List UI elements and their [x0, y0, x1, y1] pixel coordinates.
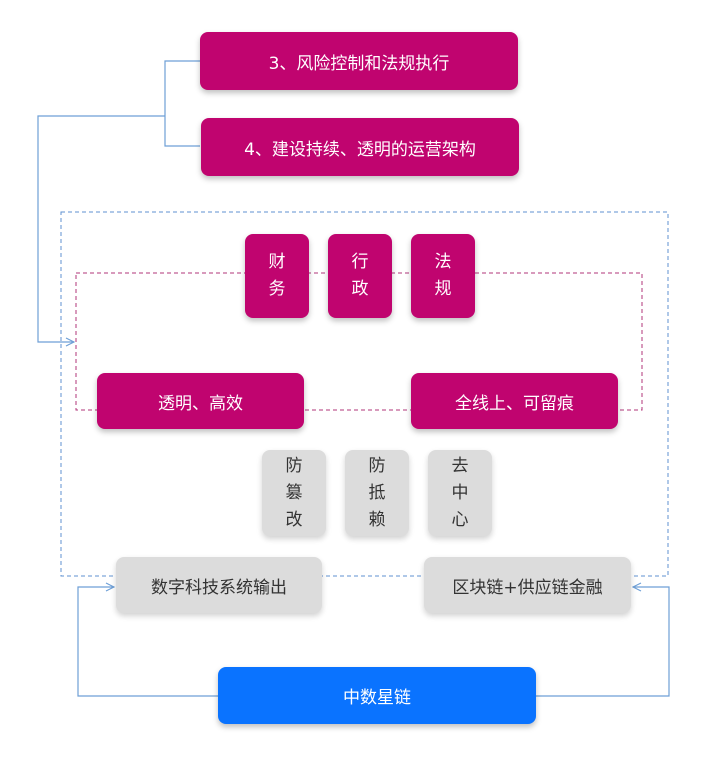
administration-box: 行政: [328, 234, 392, 318]
operating-architecture-box: 4、建设持续、透明的运营架构: [201, 118, 519, 176]
core-to-left-arrow: [77, 587, 218, 697]
transparent-efficient-label: 透明、高效: [158, 393, 243, 414]
risk-control-box: 3、风险控制和法规执行: [200, 32, 518, 90]
regulation-box: 法规: [411, 234, 475, 318]
decentralized-box: 去中心: [428, 450, 492, 536]
core-box: 中数星链: [218, 667, 536, 724]
blockchain-finance-label: 区块链+供应链金融: [452, 577, 603, 598]
tamper-proof-box: 防篡改: [262, 450, 326, 536]
risk-control-label: 3、风险控制和法规执行: [268, 53, 450, 74]
repudiation-proof-label: 防抵赖: [368, 455, 386, 530]
administration-label: 行政: [351, 252, 369, 299]
regulation-label: 法规: [434, 252, 452, 299]
digital-tech-output-label: 数字科技系统输出: [151, 577, 287, 598]
top-bracket-connector: [164, 60, 200, 147]
outer-dashed-frame: [60, 211, 669, 577]
online-traceable-label: 全线上、可留痕: [455, 393, 574, 414]
operating-architecture-label: 4、建设持续、透明的运营架构: [244, 139, 476, 160]
finance-box: 财务: [245, 234, 309, 318]
decentralized-label: 去中心: [451, 455, 469, 530]
core-to-right-arrow: [536, 587, 670, 697]
core-label: 中数星链: [343, 688, 411, 708]
top-to-frame-arrow: [37, 115, 165, 342]
transparent-efficient-box: 透明、高效: [97, 373, 304, 429]
online-traceable-box: 全线上、可留痕: [411, 373, 618, 429]
finance-label: 财务: [268, 252, 286, 299]
blockchain-finance-box: 区块链+供应链金融: [424, 557, 631, 613]
digital-tech-output-box: 数字科技系统输出: [116, 557, 322, 613]
tamper-proof-label: 防篡改: [285, 455, 303, 530]
repudiation-proof-box: 防抵赖: [345, 450, 409, 536]
